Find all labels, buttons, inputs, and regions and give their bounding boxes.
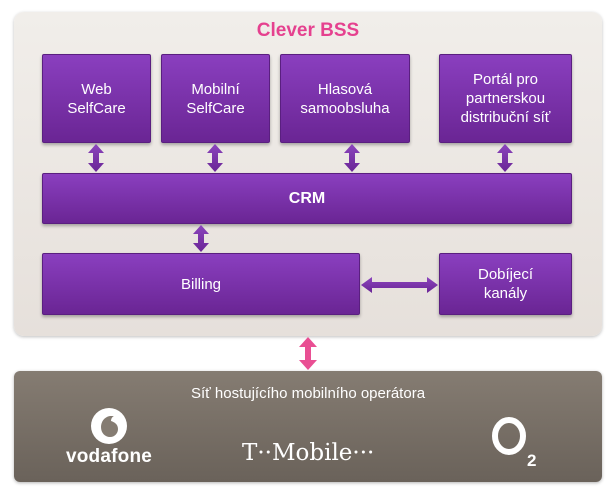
arrow-crm-billing (193, 225, 209, 252)
arrow-web-crm (88, 144, 104, 172)
voice-selfservice-box: Hlasová samoobsluha (280, 54, 410, 143)
vodafone-wordmark: vodafone (65, 446, 153, 467)
tmobile-wordmark: T··Mobile··· (242, 440, 375, 466)
billing-box: Billing (42, 253, 360, 315)
web-selfcare-box: Web SelfCare (42, 54, 151, 143)
crm-box: CRM (42, 173, 572, 224)
arrow-mobile-crm (207, 144, 223, 172)
topup-channels-box: Dobíjecí kanály (439, 253, 572, 315)
arrow-billing-topup (361, 277, 438, 293)
svg-text:2: 2 (527, 451, 536, 470)
operator-title: Síť hostujícího mobilního operátora (190, 385, 426, 402)
diagram-title: Clever BSS (256, 20, 360, 41)
arrow-portal-crm (497, 144, 513, 172)
arrow-voice-crm (344, 144, 360, 172)
o2-logo: 2 (492, 417, 536, 470)
partner-portal-box: Portál pro partnerskou distribuční síť (439, 54, 572, 143)
arrow-bss-operator (299, 337, 317, 370)
mobile-selfcare-box: Mobilní SelfCare (161, 54, 270, 143)
vodafone-logo-icon (91, 408, 127, 444)
